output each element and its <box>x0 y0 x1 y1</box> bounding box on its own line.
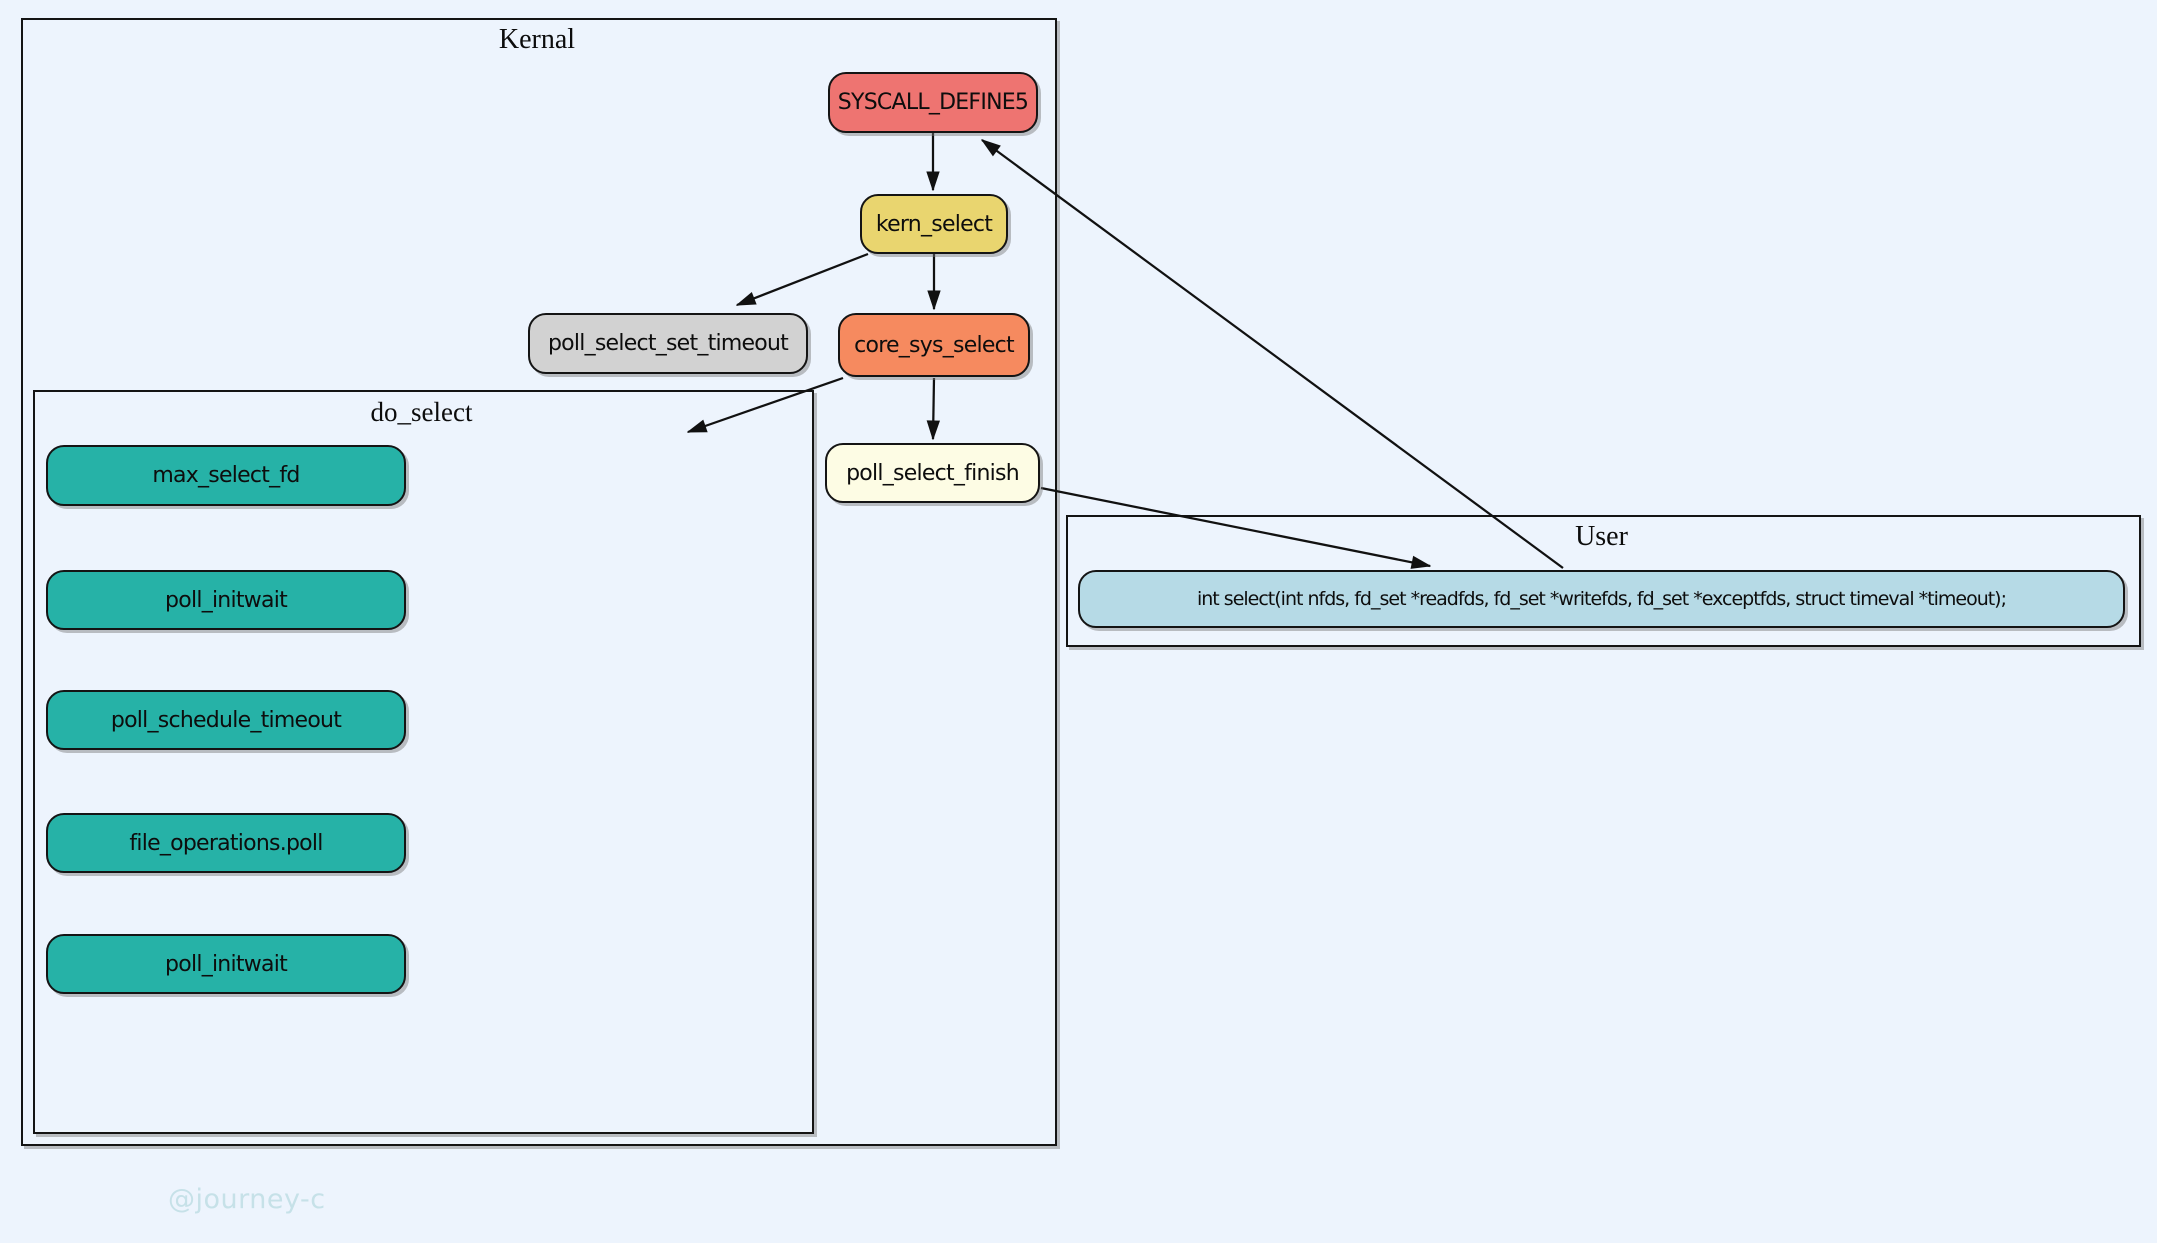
node-kern-select: kern_select <box>860 194 1008 254</box>
cluster-do-select <box>33 390 814 1134</box>
node-file-operations-poll: file_operations.poll <box>46 813 406 873</box>
node-poll-schedule-timeout: poll_schedule_timeout <box>46 690 406 750</box>
edge-user-select-to-syscall-define5 <box>982 140 1564 569</box>
node-user-select-signature: int select(int nfds, fd_set *readfds, fd… <box>1078 570 2125 628</box>
node-poll-select-set-timeout: poll_select_set_timeout <box>528 313 808 374</box>
cluster-user <box>1066 515 2141 647</box>
node-poll-select-finish: poll_select_finish <box>825 443 1040 503</box>
node-max-select-fd: max_select_fd <box>46 445 406 506</box>
node-poll-initwait-2: poll_initwait <box>46 934 406 994</box>
node-poll-initwait: poll_initwait <box>46 570 406 630</box>
cluster-kernal <box>21 18 1057 1146</box>
node-core-sys-select: core_sys_select <box>838 313 1030 377</box>
node-syscall-define5: SYSCALL_DEFINE5 <box>828 72 1038 133</box>
watermark: @journey-c <box>168 1184 326 1215</box>
